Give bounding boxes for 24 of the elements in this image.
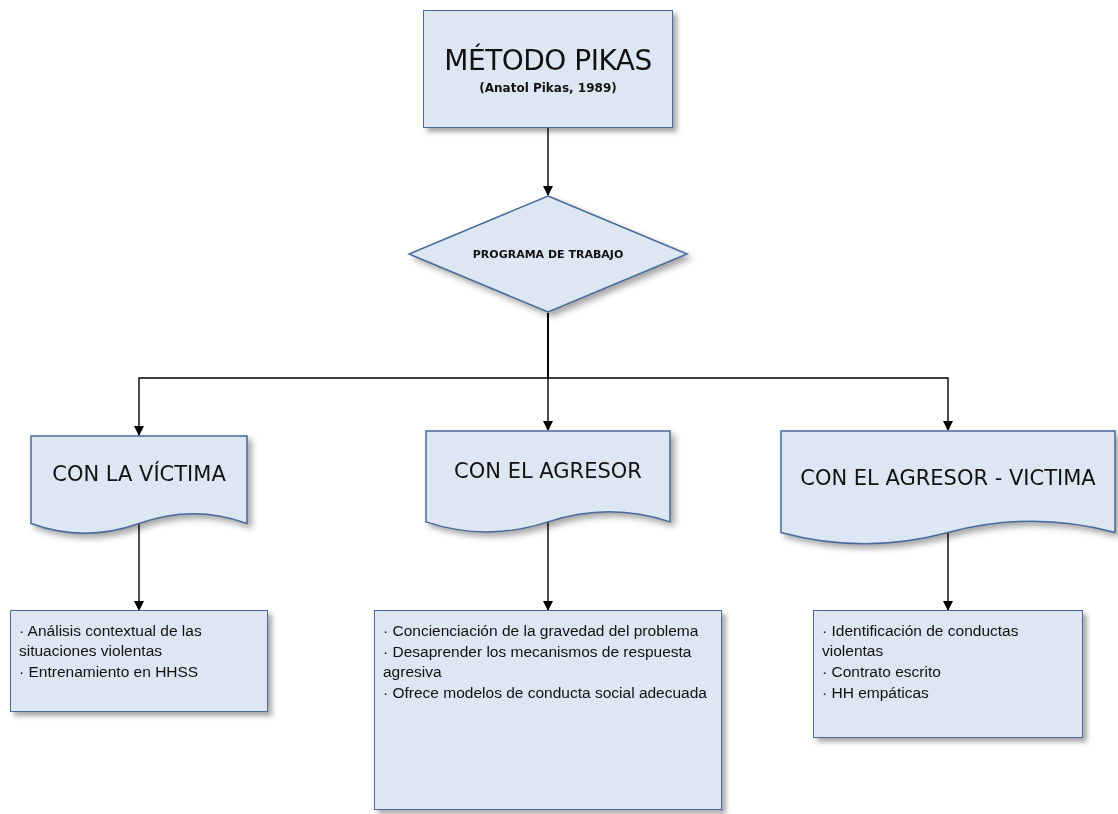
decision-diamond [408,195,688,313]
list-item: · Concienciación de la gravedad del problema [383,621,700,641]
arrow [543,521,553,611]
node-label: PROGRAMA DE TRABAJO [472,247,624,261]
list-item: · Desaprender los mecanismos de respuesta agresiva [383,642,693,683]
list-item: · Entrenamiento en HHSS [19,662,200,683]
list-item: · Ofrece modelos de conducta social adecuada [383,683,708,704]
list-box [374,610,722,810]
list-box [10,610,268,712]
list-item: · Identificación de conductas violentas [822,621,1020,662]
arrow [543,127,553,196]
node-label: CON EL AGRESOR - VICTIMA [800,465,1096,490]
node-label: MÉTODO PIKAS [444,43,652,77]
subtitle: (Anatol Pikas, 1989) [479,80,617,95]
list-item: · Contrato escrito [822,662,942,683]
arrow [134,522,144,611]
arrow [547,312,953,431]
arrow [943,531,953,611]
list-item: · Análisis contextual de las situaciones violentas [19,621,203,662]
list-box [813,610,1083,738]
node-label: CON LA VÍCTIMA [52,462,226,486]
node-label: CON EL AGRESOR [454,459,642,483]
title-box [423,10,673,128]
list-item: · HH empáticas [822,683,930,704]
